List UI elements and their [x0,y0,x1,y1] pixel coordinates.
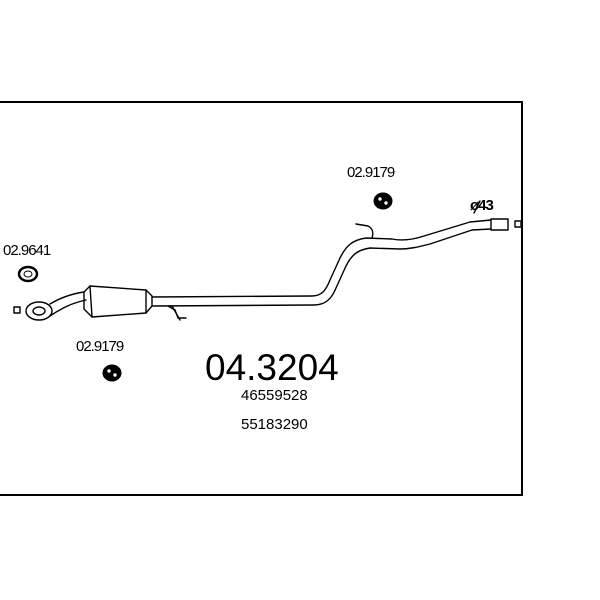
main-part-number: 04.3204 [205,347,339,388]
outlet-end [490,218,522,231]
main-pipe-lower [151,228,492,307]
inlet-pipe [49,291,87,317]
part-number-mount-front: 02.9179 [76,338,124,355]
main-pipe-upper [151,219,492,298]
oem-number-1: 46559528 [241,387,308,404]
diameter-label: ø43 [470,197,494,214]
catalytic-converter [83,285,153,318]
oem-number-2: 55183290 [241,416,308,433]
drawing-frame [0,101,523,496]
rubber-mount-icon [102,364,122,382]
rubber-mount-icon [373,192,393,210]
hanger-front [167,305,187,321]
part-number-gasket: 02.9641 [3,242,51,259]
part-number-mount-rear: 02.9179 [347,164,395,181]
diameter-marker [473,200,481,214]
hanger-rear [355,223,374,239]
gasket-icon [17,265,39,283]
front-flange-icon [13,301,53,321]
